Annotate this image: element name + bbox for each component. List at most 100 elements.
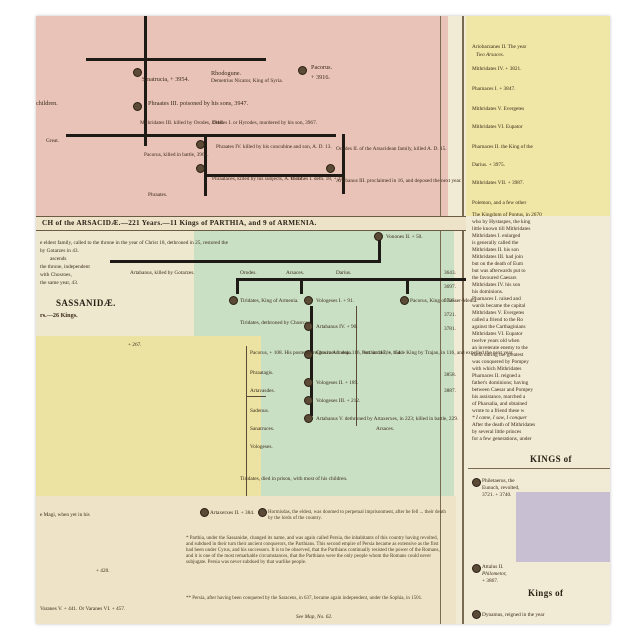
pink-text: Mithridates III. killed by Orodes, 3948.	[140, 120, 224, 126]
right-text: The Kingdom of Pontus, in 2670	[472, 212, 542, 218]
pink-text: children.	[36, 100, 58, 107]
crown-icon	[133, 102, 142, 111]
right-text: Pharnaces I. raised and	[472, 296, 521, 302]
year-label: 3643.	[444, 270, 456, 276]
hormisdas-note: Hormisdas, the eldest, was doomed to per…	[268, 510, 446, 521]
pale-text: the same year, 43.	[40, 280, 79, 286]
right-text: Dynamus, reigned in the year	[482, 612, 545, 618]
divider-rule-2	[440, 16, 441, 624]
right-text: Philetaerus, the	[482, 478, 515, 484]
crown-icon	[472, 564, 481, 573]
pink-text: Orodes I. or Hyrodes, murdered by his so…	[212, 120, 318, 126]
crown-icon	[304, 350, 313, 359]
right-text: his dominions.	[472, 289, 504, 295]
lineage-thin	[356, 306, 357, 426]
green-text: Vologeses III. + 212.	[316, 398, 361, 404]
year-label: 3705.	[444, 298, 456, 304]
lineage-thin	[246, 396, 266, 397]
green-text: Artabanus V. dethroned by Artaxerxes, in…	[316, 416, 459, 422]
crown-icon	[196, 164, 205, 173]
pink-text: Phraates III. poisoned by his sons, 3947…	[148, 100, 249, 107]
year-label: 3887.	[444, 388, 456, 394]
crown-icon	[472, 610, 481, 619]
lineage-line	[406, 278, 409, 294]
green-text: Phraatagis.	[250, 370, 274, 376]
yellow-text: + 267.	[128, 342, 142, 348]
crown-icon	[304, 296, 313, 305]
right-text: Pharnaces II. the King of the	[472, 144, 533, 150]
pontus-zone	[466, 16, 610, 216]
year-label: 3858.	[444, 372, 456, 378]
green-text: Tiridates, died in prison, with most of …	[240, 476, 348, 482]
kings-heading: KINGS of	[530, 454, 572, 464]
kings-heading-2: Kings of	[528, 588, 564, 598]
pink-text: Phraataces, killed by his subjects, A. D…	[212, 176, 304, 182]
green-text: Tiridates, dethroned by Chosroes.	[240, 320, 312, 326]
green-text: Artavasdes.	[250, 388, 275, 394]
pink-text: Great.	[46, 138, 60, 144]
crown-icon	[326, 164, 335, 173]
pale-left-zone	[36, 229, 194, 336]
pale-text: with Chosroes,	[40, 272, 72, 278]
pink-text: Phraates.	[148, 192, 168, 198]
lineage-line	[300, 278, 303, 294]
banner-text: CH of the ARSACIDÆ.—221 Years.—11 Kings …	[42, 219, 317, 227]
crown-icon	[304, 378, 313, 387]
year-label: 3697.	[444, 284, 456, 290]
crown-icon	[304, 396, 313, 405]
pale-text: the throne, independent	[40, 264, 90, 270]
right-text: Mithridates VI. Eupator	[472, 124, 523, 130]
right-text: Pharnaces I. + 3847.	[472, 86, 516, 92]
right-text: twelve years old when	[472, 338, 520, 344]
crown-icon	[304, 322, 313, 331]
green-text: Vonones II. + 50.	[386, 234, 423, 240]
pink-text: Ocodes II. of the Arsacidean family, kil…	[336, 146, 447, 152]
lineage-line	[204, 134, 207, 196]
crown-icon	[304, 414, 313, 423]
right-text: for a few generations, under	[472, 436, 532, 442]
green-text: Vologeses.	[250, 444, 273, 450]
right-text: by several little princes	[472, 429, 522, 435]
year-label: 3781.	[444, 326, 456, 332]
right-text: but on the death of Eum	[472, 261, 524, 267]
pink-text: Pacorus, killed in battle, 3963.	[144, 152, 209, 158]
right-text: Philometor,	[482, 571, 507, 577]
right-text: the favoured Caesars	[472, 275, 517, 281]
right-text: Ariobarzanes II. The year	[472, 44, 527, 50]
right-text: is generally called the	[472, 240, 519, 246]
right-text: father's dominions; having	[472, 380, 529, 386]
lineage-line	[342, 134, 345, 194]
right-text: but was afterwards put to	[472, 268, 526, 274]
right-text: Polemon, and a few other	[472, 200, 527, 206]
right-text: Darius. + 3975.	[472, 162, 505, 168]
yellow-text: Varanes V. + 441. Or Varanes VI. + 457.	[40, 606, 126, 612]
see-map: See Map, No. 62.	[296, 614, 333, 620]
pale-text: by Gotarzes in 43.	[40, 248, 79, 254]
right-text: Mithridates V. Evergetes	[472, 106, 525, 112]
green-text: Pacorus, King of Lesser-Media.	[410, 298, 478, 304]
green-text: Vologeses II. + 189.	[316, 380, 359, 386]
green-text: Arsaces.	[376, 426, 395, 432]
year-label: 3721.	[444, 312, 456, 318]
right-text: of Pharsalia, and obtained	[472, 401, 528, 407]
green-text: Orodes.	[240, 270, 257, 276]
pink-text: Sinatrucia, + 3954.	[142, 76, 190, 83]
green-text: Pacorus, + 108. His posterity reigns in …	[250, 350, 353, 356]
right-text: + 3867.	[482, 578, 499, 584]
right-text: wards became the capital	[472, 303, 526, 309]
right-text: was conquered by Pompey	[472, 359, 529, 365]
map-card: Sinatrucia, + 3954. Rhodogune. Demetrius…	[36, 16, 610, 624]
right-text: wrote to a friend these w	[472, 408, 525, 414]
pink-text: Vonones I. deth. 18, + 19.	[290, 176, 345, 182]
yellow-text: + 420.	[96, 568, 110, 574]
lineage-line	[86, 58, 266, 61]
right-text: with which Mithridates	[472, 366, 522, 372]
right-text: little known till Mithridates	[472, 226, 531, 232]
bottom-zone	[36, 496, 456, 624]
green-text: Chosroes I. dep. 116, rest. in 117, + 15…	[316, 350, 402, 356]
lineage-line	[236, 278, 466, 281]
crown-icon	[298, 66, 307, 75]
right-text: Eunuch, revolted,	[482, 485, 520, 491]
crown-icon	[400, 296, 409, 305]
pink-text: Artabanus III. proclaimed in 16, and dep…	[336, 178, 462, 184]
